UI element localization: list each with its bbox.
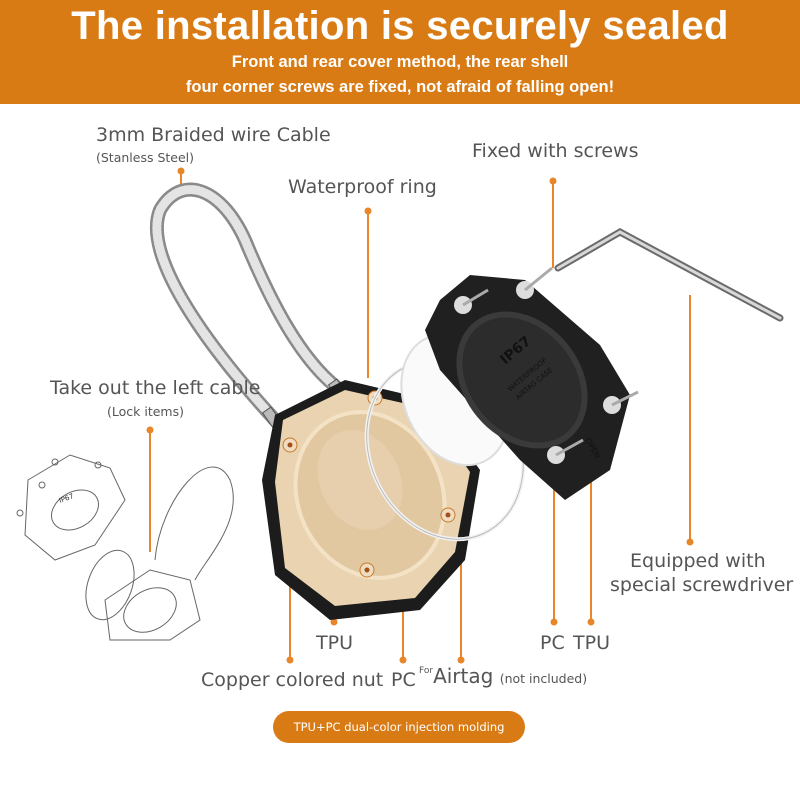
- copper-nut-label: Copper colored nut: [201, 669, 384, 691]
- subtitle-line-1: Front and rear cover method, the rear sh…: [231, 53, 569, 71]
- screwdriver-label-2: special screwdriver: [610, 574, 794, 596]
- subtitle-line-2: four corner screws are fixed, not afraid…: [185, 78, 615, 96]
- rear-shell: IP67 WATERPROOF AIRTAG CASE OPEN: [425, 266, 639, 500]
- cable-note: (Stanless Steel): [96, 150, 195, 165]
- waterproof-ring-label: Waterproof ring: [288, 176, 437, 198]
- tpu-front-label: TPU: [316, 632, 353, 654]
- fixed-screws-label: Fixed with screws: [472, 140, 639, 162]
- cable-label: 3mm Braided wire Cable: [96, 124, 331, 146]
- left-cable-note: (Lock items): [107, 404, 184, 419]
- leader-lines: [146, 167, 694, 664]
- for-prefix: For: [419, 666, 434, 676]
- airtag-note: (not included): [499, 671, 588, 686]
- screwdriver-label-1: Equipped with: [630, 550, 766, 572]
- tpu-rear-label: TPU: [573, 632, 610, 654]
- airtag-label: ForAirtag (not included): [419, 664, 587, 688]
- line-drawing-exploded: IP67: [16, 454, 234, 641]
- screwdriver-icon: [554, 227, 784, 322]
- pc-rear-label: PC: [540, 632, 565, 654]
- line-drawing-ip-label: IP67: [58, 492, 75, 505]
- page-title: The installation is securely sealed: [71, 4, 729, 48]
- design-pill: TPU+PC dual-color injection molding desi…: [273, 711, 525, 766]
- pc-front-label: PC: [391, 669, 416, 691]
- header-banner: The installation is securely sealed Fron…: [0, 0, 800, 104]
- left-cable-label: Take out the left cable: [50, 377, 261, 399]
- airtag-text: Airtag: [433, 664, 494, 688]
